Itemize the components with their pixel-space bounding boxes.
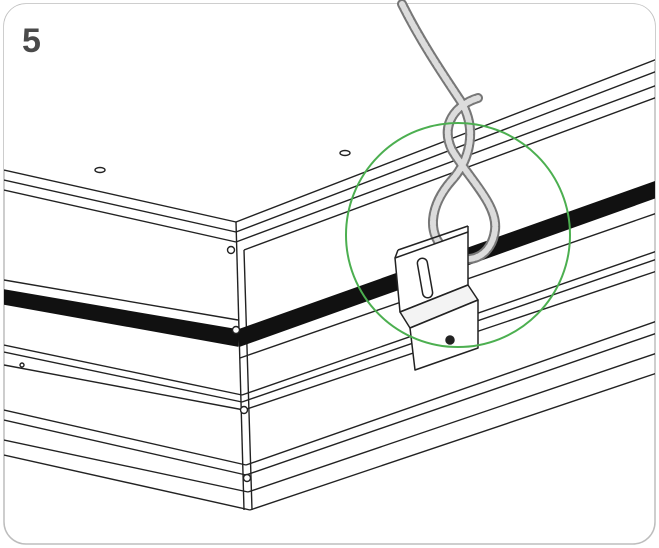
panel-drawing xyxy=(4,4,655,511)
mounting-clip-icon xyxy=(394,225,479,371)
detail-highlight-circle xyxy=(345,122,571,348)
step-number: 5 xyxy=(22,22,41,60)
